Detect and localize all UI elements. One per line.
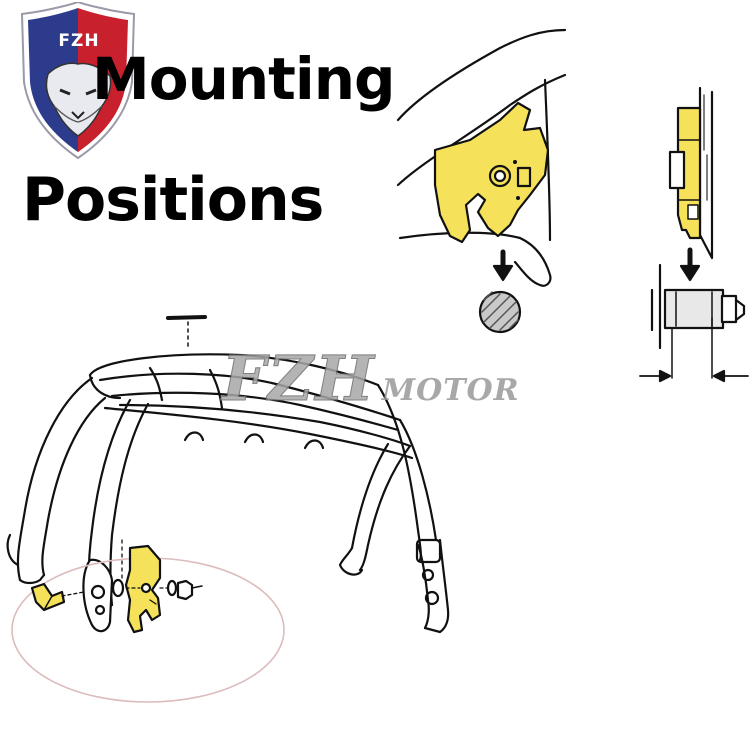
spacer-assembly	[650, 263, 746, 379]
side-view-detail	[639, 86, 749, 383]
title-line-1: Mounting	[92, 45, 396, 113]
luggage-rack	[6, 315, 450, 634]
watermark-suffix: MOTOR	[381, 373, 520, 408]
down-arrow-icon	[492, 249, 514, 282]
exploded-assembly	[11, 539, 285, 703]
title-line-2: Positions	[22, 165, 324, 235]
dimension-arrow-icon	[639, 369, 672, 383]
bolt	[30, 582, 66, 612]
grommet-section	[478, 290, 522, 334]
dimension-arrow-icon	[712, 369, 749, 383]
hook-detail	[396, 28, 567, 334]
watermark-brand: FZH	[222, 342, 376, 416]
fzh-logo	[20, 2, 136, 160]
logo-brand-text: FZH	[58, 31, 100, 51]
down-arrow-icon	[679, 247, 701, 282]
